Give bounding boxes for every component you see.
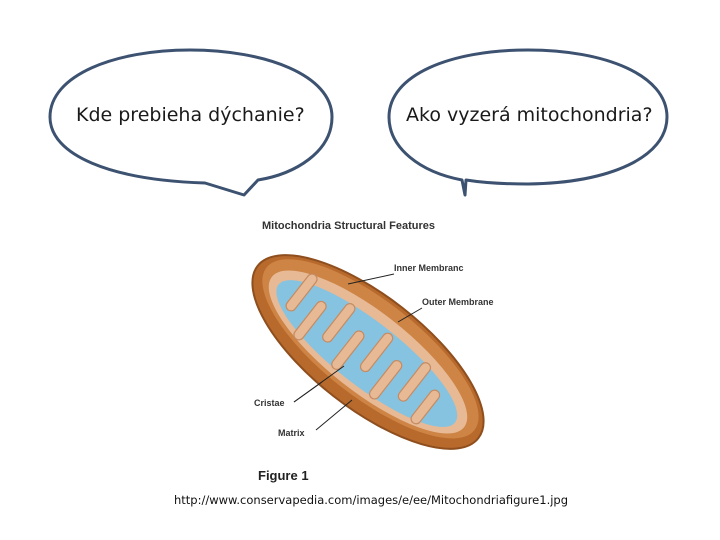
question-what-mitochondria-looks: Ako vyzerá mitochondria? — [406, 104, 653, 126]
speech-bubble-right — [387, 48, 669, 197]
label-cristae: Cristae — [254, 398, 285, 408]
mitochondria-figure: Mitochondria Structural Features — [236, 212, 498, 492]
label-matrix: Matrix — [278, 428, 305, 438]
label-inner-membrane: Inner Membranc — [394, 263, 464, 273]
figure-caption: Figure 1 — [258, 468, 309, 483]
label-outer-membrane: Outer Membrane — [422, 297, 494, 307]
cristae-folds — [285, 273, 441, 425]
source-url: http://www.conservapedia.com/images/e/ee… — [174, 493, 569, 507]
mitochondria-illustration — [251, 254, 485, 450]
figure-title: Mitochondria Structural Features — [262, 220, 435, 232]
question-where-respiration: Kde prebieha dýchanie? — [76, 104, 305, 126]
speech-bubble-left — [48, 48, 334, 197]
